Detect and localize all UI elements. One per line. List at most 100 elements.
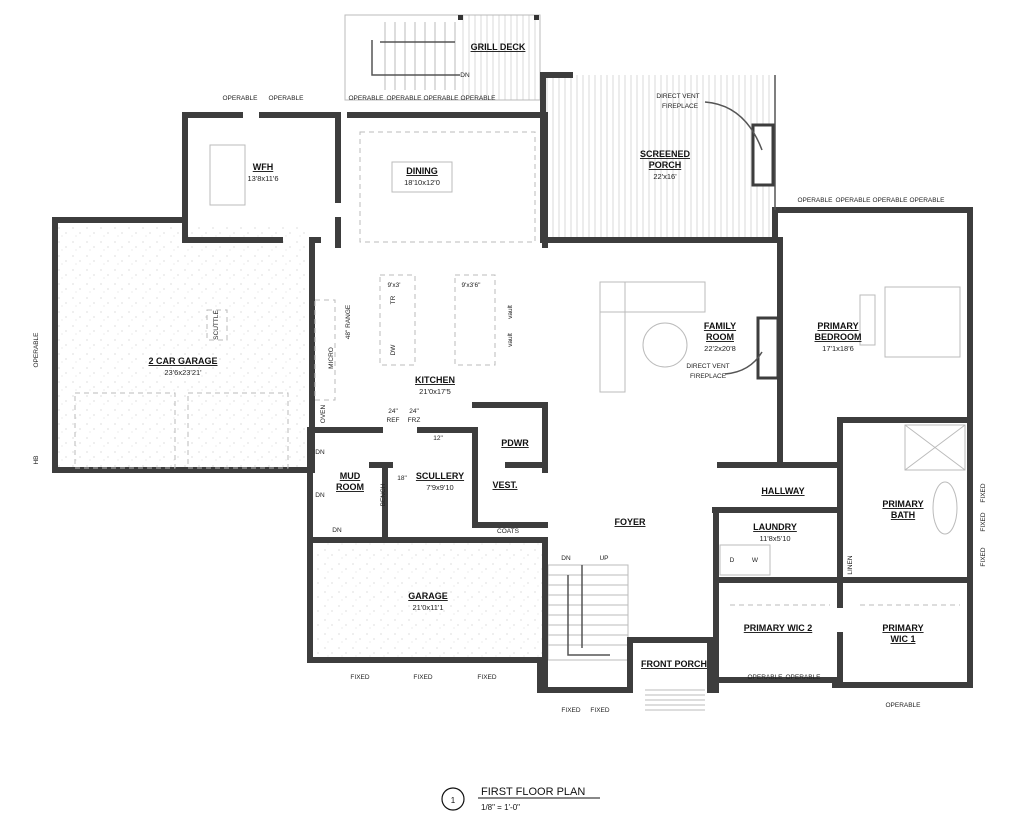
plan-note: 48" RANGE	[345, 304, 352, 339]
plan-note: vault	[507, 333, 514, 347]
room-label: SCULLERY 7'9x9'10	[416, 471, 464, 492]
room-name: LAUNDRY	[753, 522, 797, 532]
room-name: FOYER	[614, 517, 646, 527]
room-name: GRILL DECK	[471, 42, 526, 52]
room-dimensions: 7'9x9'10	[426, 483, 453, 492]
room-name: 2 CAR GARAGE	[148, 356, 217, 366]
plan-note: 12"	[433, 435, 443, 442]
plan-note: OPERABLE	[222, 95, 258, 102]
room-name: FAMILY	[704, 321, 736, 331]
plan-number: 1	[451, 796, 456, 805]
plan-note: W	[752, 557, 759, 564]
room-dimensions: 22'x16'	[653, 172, 677, 181]
room-name: HALLWAY	[761, 486, 804, 496]
plan-note: BENCH	[380, 483, 387, 506]
room-dimensions: 22'2x20'8	[704, 344, 736, 353]
grill-deck-floor	[460, 15, 540, 100]
plan-note: MICRO	[328, 347, 335, 369]
room-label: GRILL DECK	[471, 42, 526, 52]
room-dimensions: 23'6x23'21'	[164, 368, 202, 377]
plan-note: REF	[387, 417, 400, 424]
room-label: HALLWAY	[761, 486, 804, 496]
porch-fireplace	[751, 123, 775, 187]
plan-note: 24"	[388, 408, 398, 415]
room-name: BATH	[891, 510, 915, 520]
foyer-stairs	[547, 564, 629, 661]
plan-note: OVEN	[320, 404, 327, 423]
fireplace-leader-2	[724, 351, 763, 375]
plan-note: DIRECT VENT	[656, 93, 699, 100]
room-label: PRIMARY WIC 2	[744, 623, 813, 633]
plan-note: FIXED	[980, 547, 987, 566]
room-label: VEST.	[492, 480, 517, 490]
plan-note: FIREPLACE	[662, 103, 699, 110]
plan-note: FIREPLACE	[690, 373, 727, 380]
plan-note: FRZ	[408, 417, 421, 424]
plan-note: OPERABLE	[268, 95, 304, 102]
room-name: KITCHEN	[415, 375, 455, 385]
room-dimensions: 13'8x11'6	[247, 174, 278, 183]
plan-note: DIRECT VENT	[686, 363, 729, 370]
room-dimensions: 17'1x18'6	[822, 344, 854, 353]
room-name: BEDROOM	[815, 332, 862, 342]
plan-note: TR	[390, 295, 397, 304]
room-label: PDWR	[501, 438, 529, 448]
room-name: PORCH	[649, 160, 682, 170]
plan-note: LINEN	[847, 555, 854, 574]
plan-note: FIXED	[590, 707, 609, 714]
plan-note: DN	[460, 72, 470, 79]
plan-note: 9'x3'6"	[462, 282, 482, 289]
plan-note: UP	[599, 555, 608, 562]
plan-note: OPERABLE	[386, 95, 422, 102]
plan-note: OPERABLE	[33, 332, 40, 368]
plan-note: OPERABLE	[747, 674, 783, 681]
room-name: VEST.	[492, 480, 517, 490]
walls	[52, 72, 973, 693]
plan-note: FIXED	[413, 674, 432, 681]
plan-note: OPERABLE	[423, 95, 459, 102]
plan-note: FIXED	[477, 674, 496, 681]
plan-note: DW	[390, 344, 397, 356]
two-car-garage-floor	[58, 223, 310, 468]
title-block: 1 FIRST FLOOR PLAN 1/8" = 1'-0"	[441, 786, 600, 812]
room-name: DINING	[406, 166, 438, 176]
plan-note: OPERABLE	[885, 702, 921, 709]
room-name: PRIMARY	[817, 321, 858, 331]
plan-note: FIXED	[561, 707, 580, 714]
plan-note: 9'x3'	[388, 282, 401, 289]
plan-note: OPERABLE	[797, 197, 833, 204]
plan-note: FIXED	[980, 512, 987, 531]
room-name: WIC 1	[890, 634, 915, 644]
room-name: SCREENED	[640, 149, 691, 159]
plan-note: 24"	[409, 408, 419, 415]
plan-note: OPERABLE	[348, 95, 384, 102]
plan-note: vault	[507, 305, 514, 319]
room-name: SCULLERY	[416, 471, 464, 481]
plan-note: 18"	[397, 475, 407, 482]
plan-note: DN	[332, 527, 342, 534]
room-dimensions: 18'10x12'0	[404, 178, 440, 187]
plan-note: SCUTTLE	[213, 310, 220, 340]
room-label: 2 CAR GARAGE 23'6x23'21'	[148, 356, 217, 377]
plan-note: DN	[561, 555, 571, 562]
room-name: ROOM	[706, 332, 734, 342]
family-fireplace	[756, 316, 780, 380]
plan-note: COATS	[497, 528, 520, 535]
plan-scale: 1/8" = 1'-0"	[481, 803, 520, 812]
room-name: PRIMARY WIC 2	[744, 623, 813, 633]
room-name: ROOM	[336, 482, 364, 492]
front-steps	[645, 689, 705, 711]
room-label: DINING 18'10x12'0	[404, 166, 440, 187]
plan-note: DN	[315, 492, 325, 499]
plan-note: OPERABLE	[909, 197, 945, 204]
plan-title: FIRST FLOOR PLAN	[481, 786, 585, 798]
plan-note: FIXED	[350, 674, 369, 681]
